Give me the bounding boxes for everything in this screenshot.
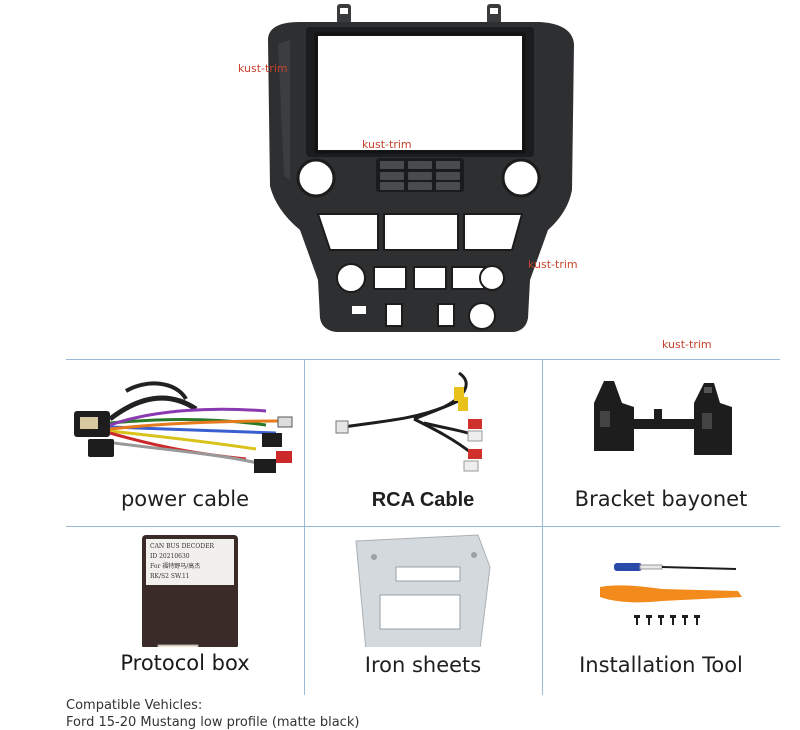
iron-sheets-image [355,534,491,647]
sticker-title: CAN BUS DECODER [150,543,214,550]
compatibility-heading: Compatible Vehicles: [66,698,203,713]
accessory-label: Installation Tool [579,653,743,677]
watermark-3: kust-trim [528,258,578,271]
accessory-rca-cable: RCA Cable [304,359,542,527]
grid-line-middle [66,526,780,527]
watermark-4: kust-trim [662,338,712,351]
watermark-2: kust-trim [362,138,412,151]
sticker-line-2: For 福特野马/高杰 [150,563,201,570]
power-cable-image [74,381,293,473]
grid-line-right [542,359,543,695]
protocol-box-sticker: CAN BUS DECODER ID 20210630 For 福特野马/高杰 … [150,542,234,582]
accessory-power-cable: power cable [66,359,304,527]
accessory-installation-tool: Installation Tool [542,527,780,695]
bracket-bayonet-image [594,381,732,455]
sticker-line-1: ID 20210630 [150,553,190,560]
rca-cable-image [335,371,483,472]
product-hero: kust-trim kust-trim kust-trim kust-trim [0,0,800,355]
accessory-protocol-box: CAN BUS DECODER ID 20210630 For 福特野马/高杰 … [66,527,304,695]
accessory-label: power cable [120,487,250,511]
watermark-1: kust-trim [238,62,288,75]
accessory-label: Protocol box [120,651,250,675]
grid-line-left [304,359,305,695]
sticker-line-3: RK/S2 SW.11 [150,573,190,580]
accessory-bracket-bayonet: Bracket bayonet [542,359,780,527]
installation-tool-image [600,563,742,625]
accessory-iron-sheets: Iron sheets [304,527,542,695]
accessory-label: RCA Cable [371,489,475,511]
dash-frame-image [268,4,574,332]
accessory-label: Bracket bayonet [574,487,748,511]
protocol-box-image [142,535,238,647]
compatibility-line: Ford 15-20 Mustang low profile (matte bl… [66,715,360,730]
grid-line-top [66,359,780,360]
accessories-grid: power cable RCA Cable Brac [66,359,780,695]
accessory-label: Iron sheets [364,653,482,677]
